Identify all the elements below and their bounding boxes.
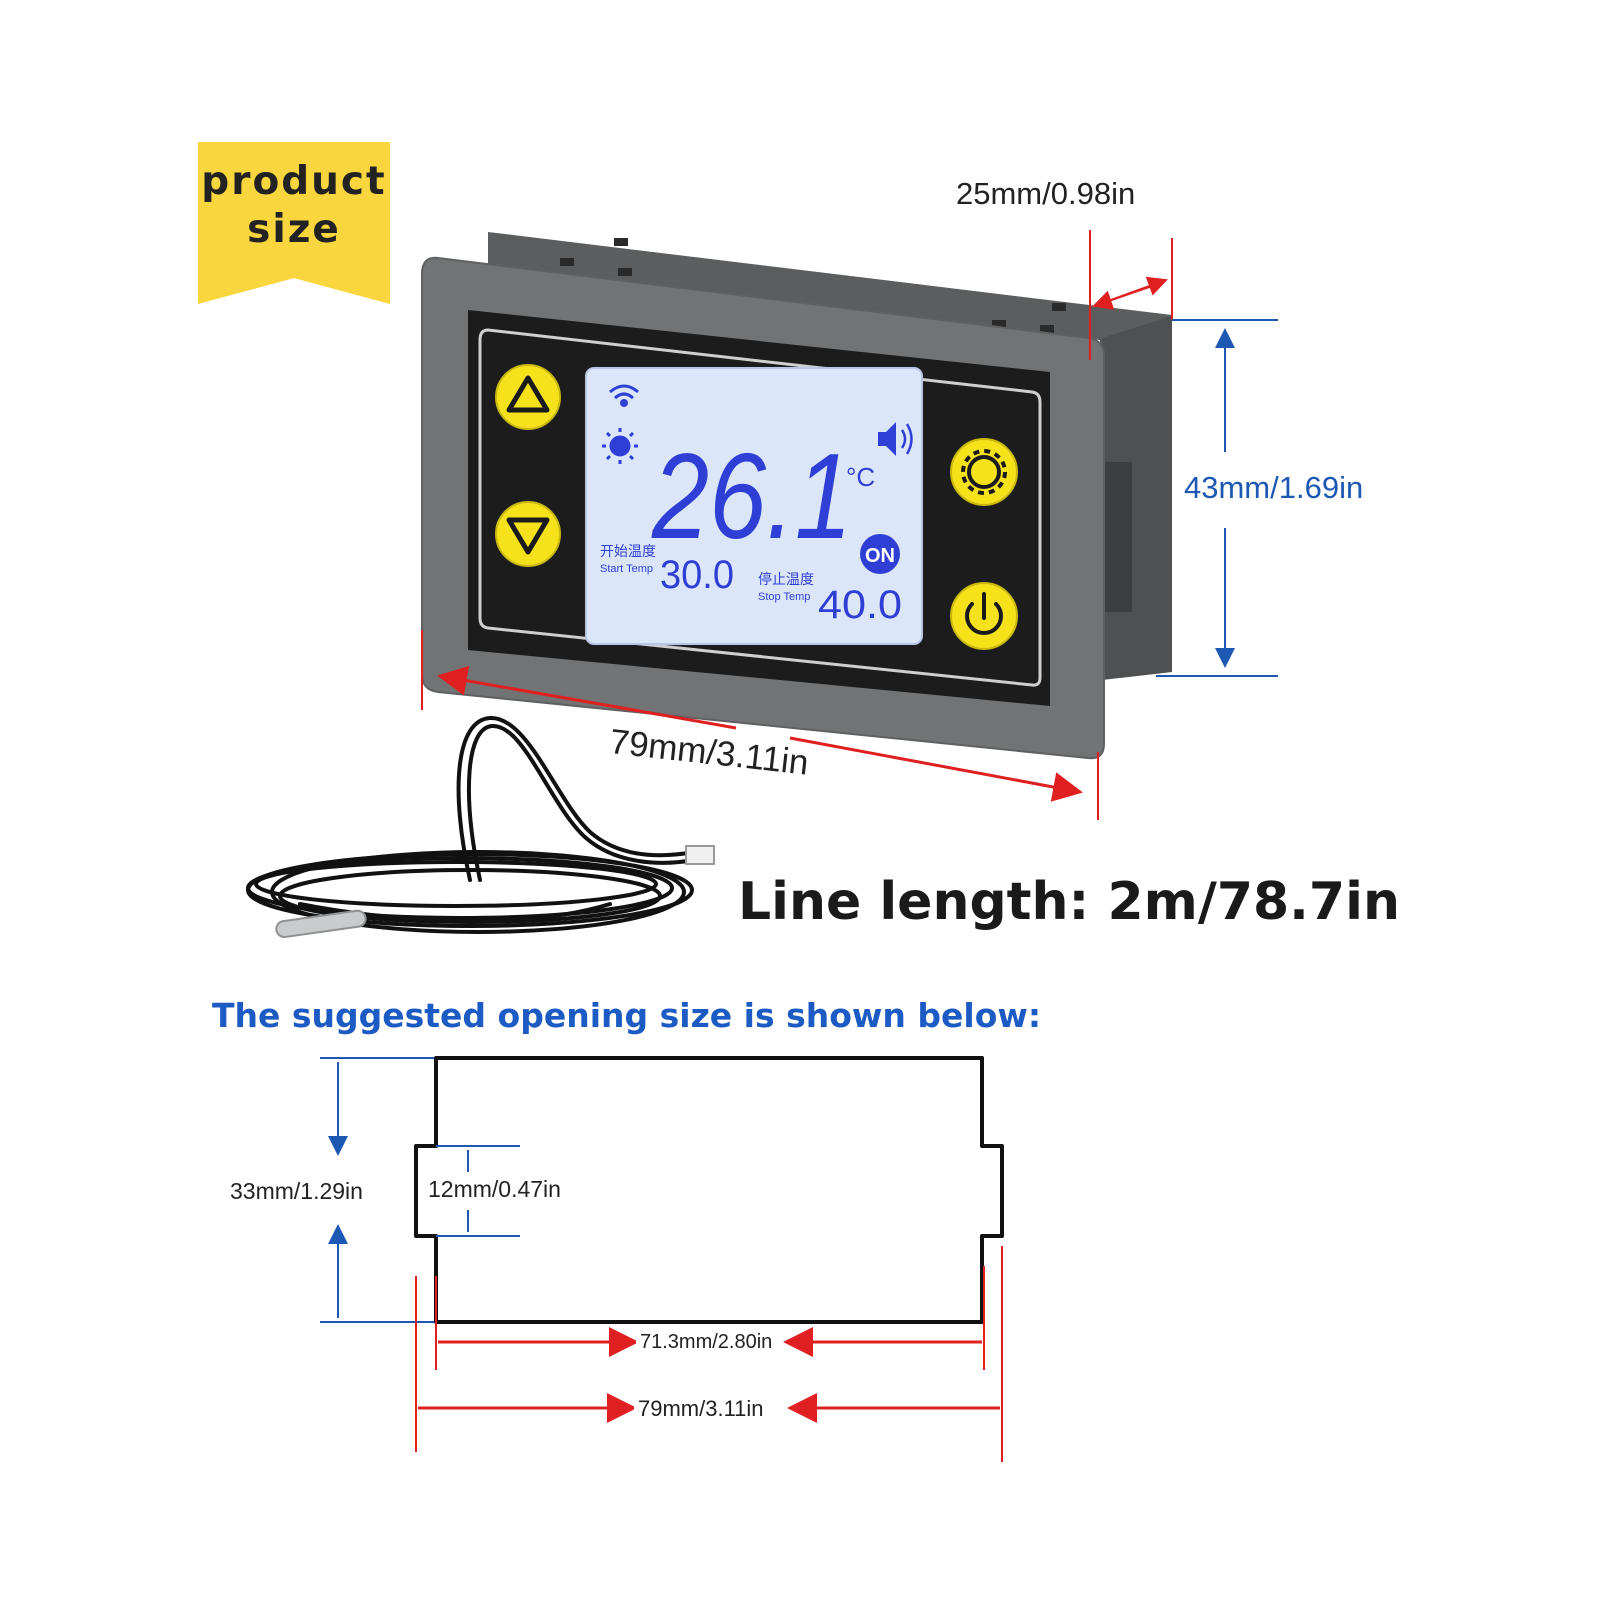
lcd-main-temperature: 26.1 [651, 428, 852, 564]
cutout-diagram [320, 1056, 1004, 1462]
up-button[interactable] [495, 364, 561, 430]
product-size-badge: product size [198, 142, 390, 304]
start-temp-value: 30.0 [660, 553, 734, 597]
stop-temp-value: 40.0 [818, 583, 902, 627]
gear-icon [961, 449, 1007, 495]
device-illustration: 26.1 °C ON 开始温度 Start Temp 30.0 停止温度 Sto… [246, 230, 1278, 939]
set-button[interactable] [950, 438, 1018, 506]
probe-tip [275, 909, 367, 939]
badge-line-1: product [201, 159, 387, 204]
lcd-screen [585, 367, 923, 645]
inner-width-label: 71.3mm/2.80in [636, 1331, 777, 1354]
up-arrow-icon [506, 375, 550, 413]
line-length-text: Line length: 2m/78.7in [738, 872, 1400, 932]
opening-size-title: The suggested opening size is shown belo… [212, 996, 1042, 1035]
speaker-icon [878, 422, 913, 456]
probe-connector [685, 845, 715, 865]
height-label: 43mm/1.69in [1184, 470, 1364, 505]
depth-measure [1089, 230, 1173, 360]
down-button[interactable] [495, 501, 561, 567]
on-status-text: ON [865, 545, 895, 567]
start-temp-label-cn: 开始温度 [600, 543, 656, 559]
width-measure [421, 630, 1099, 820]
cutout-outline [414, 1056, 1004, 1324]
stop-temp-label-cn: 停止温度 [758, 571, 814, 587]
stop-temp-label-en: Stop Temp [758, 591, 810, 603]
depth-label: 25mm/0.98in [956, 176, 1136, 211]
opening-width-measure [415, 1246, 1003, 1462]
on-status-circle [860, 534, 900, 574]
down-arrow-icon [506, 517, 550, 555]
start-temp-label-en: Start Temp [600, 563, 653, 575]
notch-label: 12mm/0.47in [428, 1176, 561, 1202]
wifi-icon [609, 384, 639, 407]
power-icon [965, 592, 1003, 636]
outer-width-label: 79mm/3.11in [634, 1396, 768, 1422]
sun-icon [602, 428, 638, 464]
opening-height-label: 33mm/1.29in [230, 1178, 363, 1204]
height-measure [1156, 319, 1278, 677]
power-button[interactable] [950, 582, 1018, 650]
lcd-temperature-unit: °C [846, 462, 875, 492]
notch-measure [436, 1145, 520, 1237]
badge-line-2: size [247, 207, 341, 252]
probe-cable [246, 715, 696, 934]
